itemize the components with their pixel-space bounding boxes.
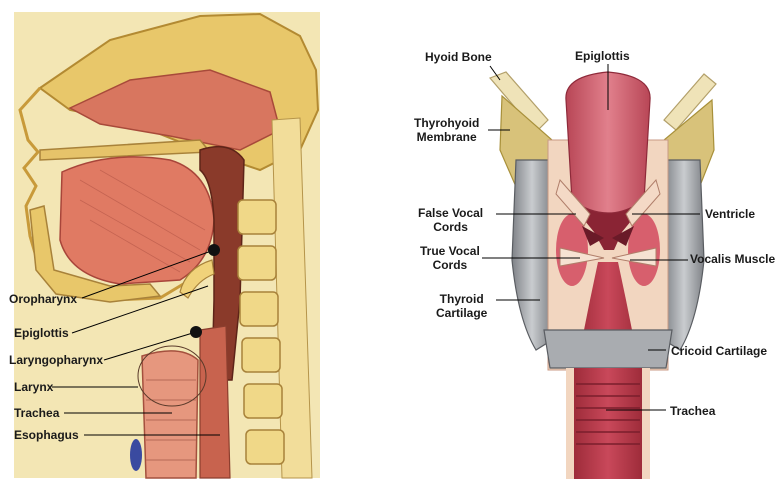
label-larynx: Larynx — [14, 380, 53, 394]
trachea-wall-right — [642, 368, 650, 479]
esophagus-tube — [200, 326, 230, 478]
false-vocal-line2: Cords — [418, 220, 483, 234]
thyroid-line1: Thyroid — [436, 292, 487, 306]
sagittal-section-illustration — [14, 12, 320, 478]
cricoid-cartilage — [544, 330, 672, 368]
true-vocal-line2: Cords — [420, 258, 480, 272]
vessel — [130, 439, 142, 471]
thyrohyoid-line2: Membrane — [414, 130, 479, 144]
trachea-tube — [142, 351, 198, 478]
label-esophagus: Esophagus — [14, 428, 79, 442]
label-thyrohyoid-membrane: Thyrohyoid Membrane — [414, 116, 479, 144]
true-vocal-line1: True Vocal — [420, 244, 480, 258]
label-laryngopharynx: Laryngopharynx — [9, 353, 103, 367]
label-ventricle: Ventricle — [705, 207, 755, 221]
thyroid-line2: Cartilage — [436, 306, 487, 320]
label-epiglottis-right: Epiglottis — [575, 49, 630, 63]
oropharynx-dot — [208, 244, 220, 256]
label-trachea-left: Trachea — [14, 406, 59, 420]
label-hyoid-bone: Hyoid Bone — [425, 50, 492, 64]
label-vocalis-muscle: Vocalis Muscle — [690, 252, 775, 266]
tongue — [60, 157, 214, 284]
laryngopharynx-dot — [190, 326, 202, 338]
label-epiglottis-left: Epiglottis — [14, 326, 69, 340]
label-false-vocal-cords: False Vocal Cords — [418, 206, 483, 234]
label-cricoid-cartilage: Cricoid Cartilage — [671, 344, 767, 358]
trachea-wall-left — [566, 368, 574, 479]
label-oropharynx: Oropharynx — [9, 292, 77, 306]
label-true-vocal-cords: True Vocal Cords — [420, 244, 480, 272]
false-vocal-line1: False Vocal — [418, 206, 483, 220]
thyrohyoid-line1: Thyrohyoid — [414, 116, 479, 130]
label-trachea-right: Trachea — [670, 404, 715, 418]
label-thyroid-cartilage: Thyroid Cartilage — [436, 292, 487, 320]
thyroid-cartilage-left — [512, 160, 552, 350]
